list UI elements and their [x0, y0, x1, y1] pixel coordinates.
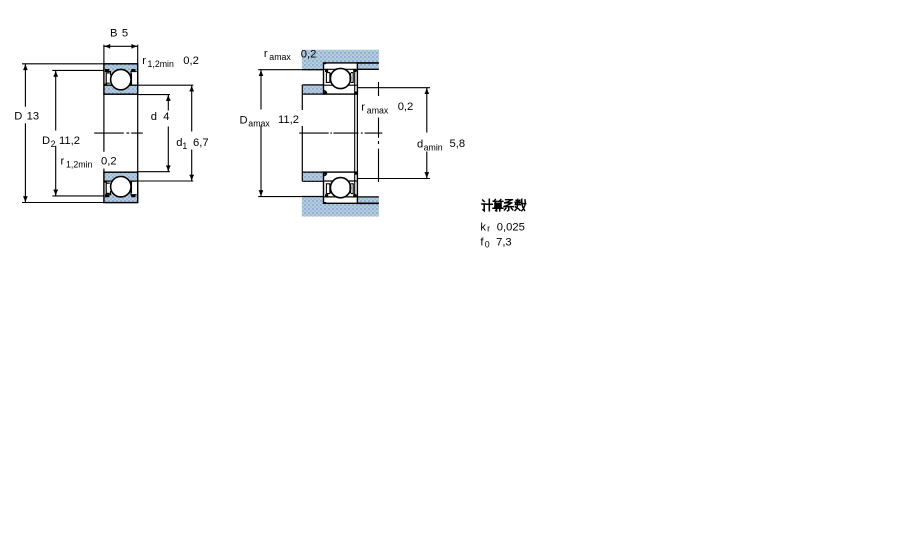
- svg-text:7,3: 7,3: [496, 237, 512, 249]
- svg-text:11,2: 11,2: [278, 114, 299, 126]
- svg-text:0: 0: [485, 240, 490, 250]
- svg-text:13: 13: [27, 111, 39, 123]
- svg-text:4: 4: [163, 111, 169, 123]
- svg-text:amax: amax: [367, 105, 389, 115]
- svg-text:5: 5: [122, 28, 128, 40]
- svg-text:0,2: 0,2: [183, 55, 199, 67]
- svg-text:r: r: [264, 48, 268, 60]
- svg-text:1: 1: [182, 141, 187, 151]
- svg-text:0,2: 0,2: [101, 155, 117, 167]
- svg-text:0,2: 0,2: [398, 101, 414, 113]
- svg-text:5,8: 5,8: [450, 138, 466, 150]
- svg-text:2: 2: [51, 139, 56, 149]
- svg-text:d: d: [176, 137, 182, 149]
- svg-text:0,2: 0,2: [301, 48, 317, 60]
- svg-text:D: D: [240, 114, 248, 126]
- svg-text:k: k: [480, 221, 486, 233]
- svg-text:D: D: [14, 111, 22, 123]
- svg-text:amax: amax: [248, 118, 270, 128]
- svg-text:r: r: [361, 101, 365, 113]
- svg-text:B: B: [110, 28, 117, 40]
- svg-text:6,7: 6,7: [193, 137, 209, 149]
- svg-text:d: d: [417, 139, 423, 151]
- svg-text:r: r: [142, 55, 146, 67]
- svg-text:1,2min: 1,2min: [66, 159, 93, 169]
- svg-text:r: r: [487, 224, 490, 234]
- svg-text:0,025: 0,025: [497, 221, 525, 233]
- svg-text:d: d: [151, 111, 157, 123]
- svg-text:amax: amax: [269, 52, 291, 62]
- svg-text:f: f: [480, 237, 484, 249]
- svg-text:1,2min: 1,2min: [148, 59, 175, 69]
- svg-text:r: r: [61, 155, 65, 167]
- svg-text:11,2: 11,2: [59, 135, 80, 147]
- svg-text:amin: amin: [424, 143, 443, 153]
- svg-text:D: D: [42, 135, 50, 147]
